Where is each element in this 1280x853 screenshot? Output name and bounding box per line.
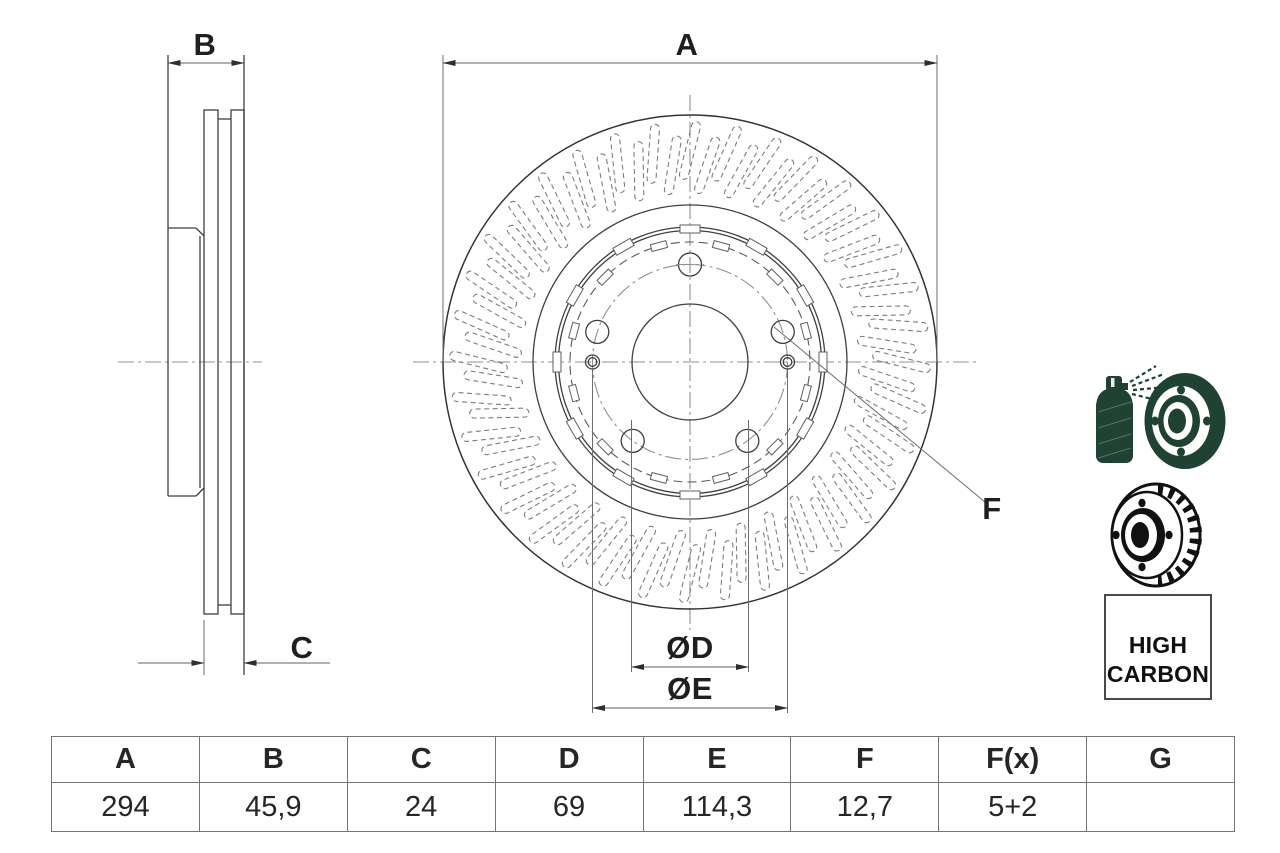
- side-view-drawing: [118, 55, 330, 675]
- spec-table-value-row: 294 45,9 24 69 114,3 12,7 5+2: [51, 782, 1235, 832]
- value-f: 12,7: [790, 782, 940, 832]
- dim-label-b: B: [193, 27, 217, 62]
- value-g: [1086, 782, 1235, 832]
- value-a: 294: [51, 782, 200, 832]
- high-carbon-badge: HIGH CARBON: [1104, 594, 1212, 700]
- dim-label-c: C: [290, 630, 314, 665]
- col-header-b: B: [198, 736, 348, 783]
- dim-label-f: F: [982, 491, 1002, 526]
- f-leader-line: [773, 326, 986, 503]
- bolt-holes: [584, 252, 796, 454]
- dim-label-e: ØE: [667, 671, 713, 706]
- spec-table-header-row: A B C D E F F(x) G: [51, 736, 1235, 783]
- value-b: 45,9: [198, 782, 348, 832]
- value-c: 24: [346, 782, 496, 832]
- dimension-spec-table: A B C D E F F(x) G 294 45,9 24 69 114,3 …: [51, 736, 1235, 832]
- col-header-e: E: [642, 736, 792, 783]
- value-d: 69: [494, 782, 644, 832]
- vented-brake-disc-icon: [1110, 482, 1202, 588]
- front-view-drawing: [413, 55, 986, 713]
- col-header-g: G: [1086, 736, 1235, 783]
- hat-castellation-tabs: [552, 224, 828, 500]
- dim-label-a: A: [675, 27, 699, 62]
- col-header-c: C: [346, 736, 496, 783]
- col-header-fx: F(x): [938, 736, 1088, 783]
- col-header-d: D: [494, 736, 644, 783]
- badge-line-1: HIGH: [1128, 632, 1188, 658]
- dim-label-d: ØD: [666, 630, 714, 665]
- badge-line-2: CARBON: [1106, 661, 1210, 687]
- value-fx: 5+2: [938, 782, 1088, 832]
- vent-slot-pattern: [449, 121, 931, 603]
- spray-coating-icon: [1096, 365, 1226, 469]
- col-header-a: A: [51, 736, 200, 783]
- col-header-f: F: [790, 736, 940, 783]
- value-e: 114,3: [642, 782, 792, 832]
